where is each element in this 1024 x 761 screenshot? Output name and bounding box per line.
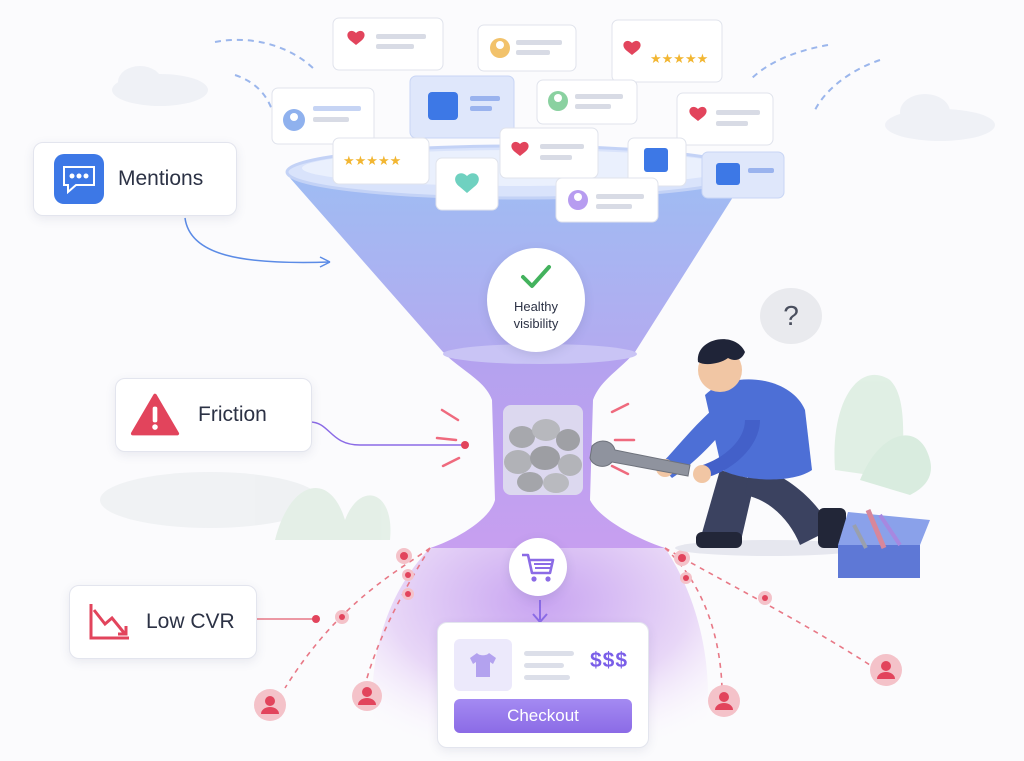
warning-triangle-icon (130, 390, 180, 440)
thought-bubble: ? (760, 288, 822, 344)
checkout-button[interactable]: Checkout (454, 699, 632, 733)
incoming-arrows (214, 38, 881, 111)
mentions-callout: Mentions (33, 142, 237, 216)
low-cvr-label: Low CVR (146, 610, 235, 633)
cart-bubble (509, 538, 567, 596)
low-cvr-callout: Low CVR (69, 585, 257, 659)
checkout-card: $$$ Checkout (437, 622, 649, 748)
dropoff-users (254, 548, 902, 721)
review-bubble-heart-3 (499, 127, 599, 179)
chat-bubble-icon (54, 154, 104, 204)
rock-blockage (503, 405, 583, 495)
question-mark: ? (783, 300, 799, 331)
friction-label: Friction (198, 403, 267, 426)
review-bubble-like (409, 75, 515, 139)
review-bubble-purple (555, 177, 659, 223)
trend-down-icon (84, 597, 134, 647)
review-bubble-avatar (477, 24, 577, 72)
friction-callout: Friction (115, 378, 312, 452)
callout-connectors (184, 217, 469, 623)
review-bubble-stars: ★★★★★ (611, 19, 723, 83)
svg-text:★★★★★: ★★★★★ (343, 154, 401, 169)
friction-sparks (435, 402, 636, 476)
review-bubble-heart-2 (676, 92, 774, 146)
review-bubble-stars-2: ★★★★★ (332, 137, 430, 185)
review-bubble-heart (332, 17, 444, 71)
background-decoration (100, 66, 995, 540)
checkmark-icon (521, 265, 551, 288)
review-bubble-like-3 (701, 151, 785, 199)
review-bubble-like-2 (627, 137, 687, 187)
svg-text:★★★★★: ★★★★★ (650, 52, 708, 67)
health-status-line2: visibility (513, 316, 559, 331)
review-bubble-green (536, 79, 638, 125)
mention-bubbles: ★★★★★ ★★★★★ (271, 17, 785, 223)
mentions-label: Mentions (118, 167, 204, 190)
shopping-cart-icon (522, 553, 555, 582)
worker-figure (589, 339, 865, 556)
toolbox (838, 509, 930, 578)
review-bubble-teal-heart (435, 157, 499, 211)
review-bubble-user (271, 87, 375, 145)
health-status-badge: Healthy visibility (487, 248, 585, 352)
tshirt-icon (454, 639, 512, 691)
price-label: $$$ (590, 649, 629, 672)
health-status-line1: Healthy (513, 299, 559, 314)
